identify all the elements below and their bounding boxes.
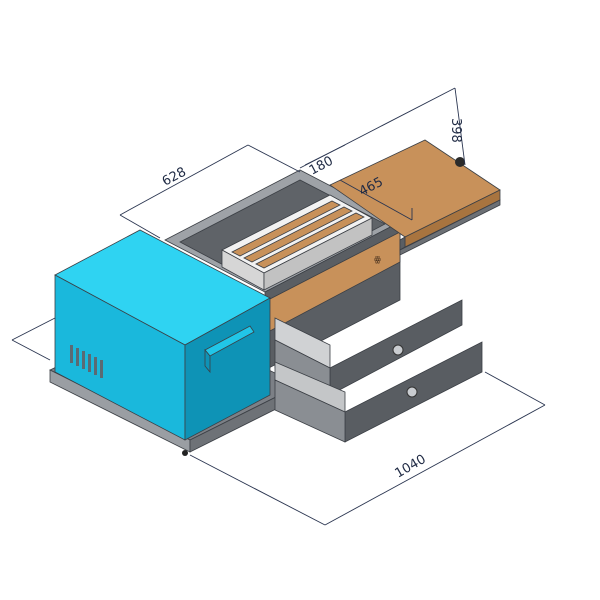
drawer-lower[interactable] [274, 341, 483, 443]
drawer-lock-icon[interactable] [392, 344, 404, 356]
slide-out-table[interactable] [329, 139, 501, 256]
dim-top-reference: 398 [299, 87, 466, 169]
drawer-lock-icon[interactable] [406, 386, 418, 398]
dim-left-reference [11, 317, 56, 361]
dim-height-label: 398 [448, 118, 463, 143]
logo-mark: ꙮ [374, 255, 381, 264]
inner-tray [221, 194, 373, 291]
dim-offset: 180 [304, 144, 346, 179]
cooler-box [54, 229, 271, 441]
table-handle-icon [455, 157, 465, 167]
dim-length-label: 1040 [393, 452, 429, 482]
cooler-vent-grille [70, 345, 103, 378]
tray-slats [231, 200, 365, 269]
